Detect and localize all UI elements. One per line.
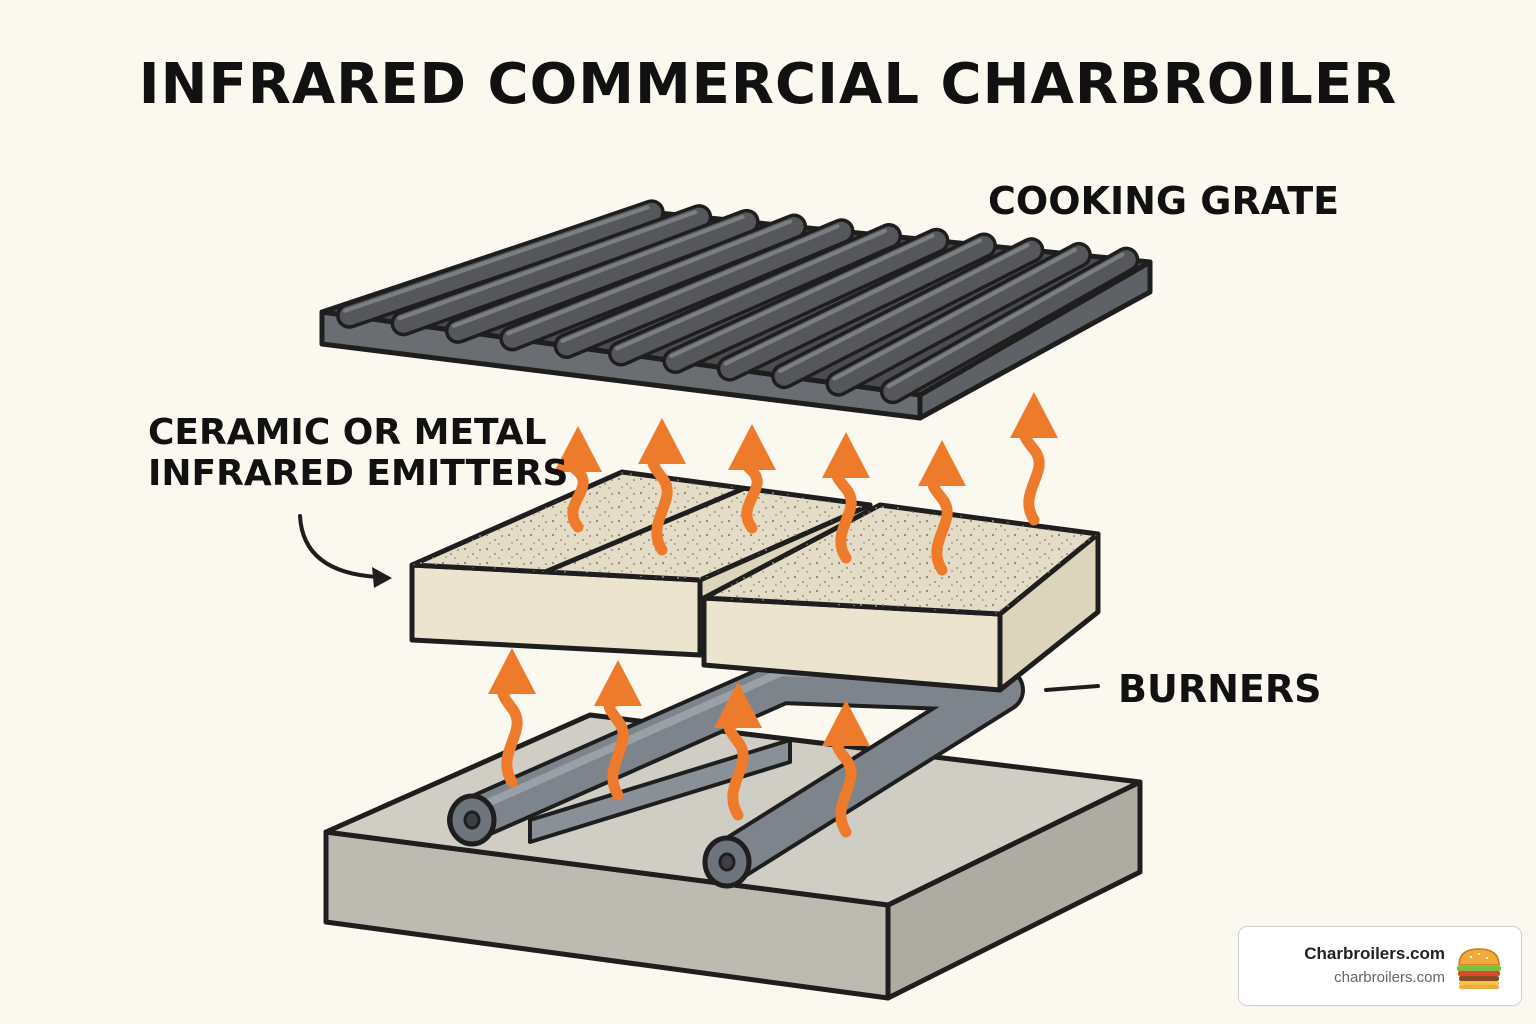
grate-bar-face (394, 207, 709, 333)
emitters-leader-arrow (298, 514, 380, 579)
page-title: INFRARED COMMERCIAL CHARBROILER (138, 52, 1398, 117)
grate-bar-face (557, 221, 852, 356)
grate-bar-face (448, 212, 757, 341)
cooking-grate-label: COOKING GRATE (988, 179, 1340, 223)
grate-bar-face (502, 217, 804, 348)
grate-bar-highlight (778, 243, 1030, 374)
grate-bar-highlight (451, 214, 745, 328)
brand-badge[interactable]: Charbroilers.com charbroilers.com (1238, 926, 1522, 1006)
burner-connector (528, 738, 792, 844)
emitters-label-line1: CERAMIC OR METAL (148, 412, 547, 453)
leader-lines (298, 514, 1100, 692)
grate-bar-highlight (669, 233, 935, 359)
cooking-grate (319, 199, 1153, 421)
grate-bar-highlight (615, 229, 887, 351)
grate-bar-highlight (832, 247, 1077, 381)
emitters-leader-head (372, 567, 392, 588)
heat-arrows (488, 392, 1058, 838)
grate-bar-face (611, 226, 899, 363)
brand-url[interactable]: charbroilers.com (1334, 969, 1445, 986)
heat-arrow-head (822, 700, 870, 746)
emitters-label-line2: INFRARED EMITTERS (148, 453, 569, 495)
heat-arrow-shaft (1019, 424, 1045, 526)
grate-bar-highlight (506, 219, 793, 336)
grate-bar-face (828, 245, 1089, 394)
brand-name: Charbroilers.com (1304, 944, 1445, 963)
heat-arrow-head (554, 426, 602, 472)
emitter-left-seam (544, 485, 746, 575)
grate-bar-highlight (560, 224, 840, 343)
burner-tubes (447, 659, 1025, 889)
grate-bar-highlight (397, 210, 698, 321)
burners-leader-line (1044, 684, 1100, 692)
grate-bar-face (883, 250, 1136, 401)
grate-bar-face (665, 231, 946, 371)
heat-arrow-head (594, 660, 642, 706)
grate-bar-highlight (723, 238, 982, 366)
heat-arrow-head (918, 440, 966, 486)
heat-arrow-head (728, 424, 776, 470)
heat-arrow-head (488, 648, 536, 694)
heat-arrow-head (822, 432, 870, 478)
heat-arrow-head (714, 682, 762, 728)
heat-arrow-head (638, 418, 686, 464)
grate-bar-face (720, 235, 994, 379)
burner-tube-body (451, 663, 1021, 881)
grate-bar-highlight (343, 205, 650, 313)
emitters-label: CERAMIC OR METAL INFRARED EMITTERS (148, 412, 568, 495)
heat-arrow-head (1010, 392, 1058, 438)
grate-bar-highlight (886, 252, 1125, 389)
burners-label: BURNERS (1118, 667, 1322, 711)
burger-icon (1457, 948, 1501, 989)
grate-bar-face (774, 240, 1041, 386)
grate-bar-face (339, 202, 662, 326)
